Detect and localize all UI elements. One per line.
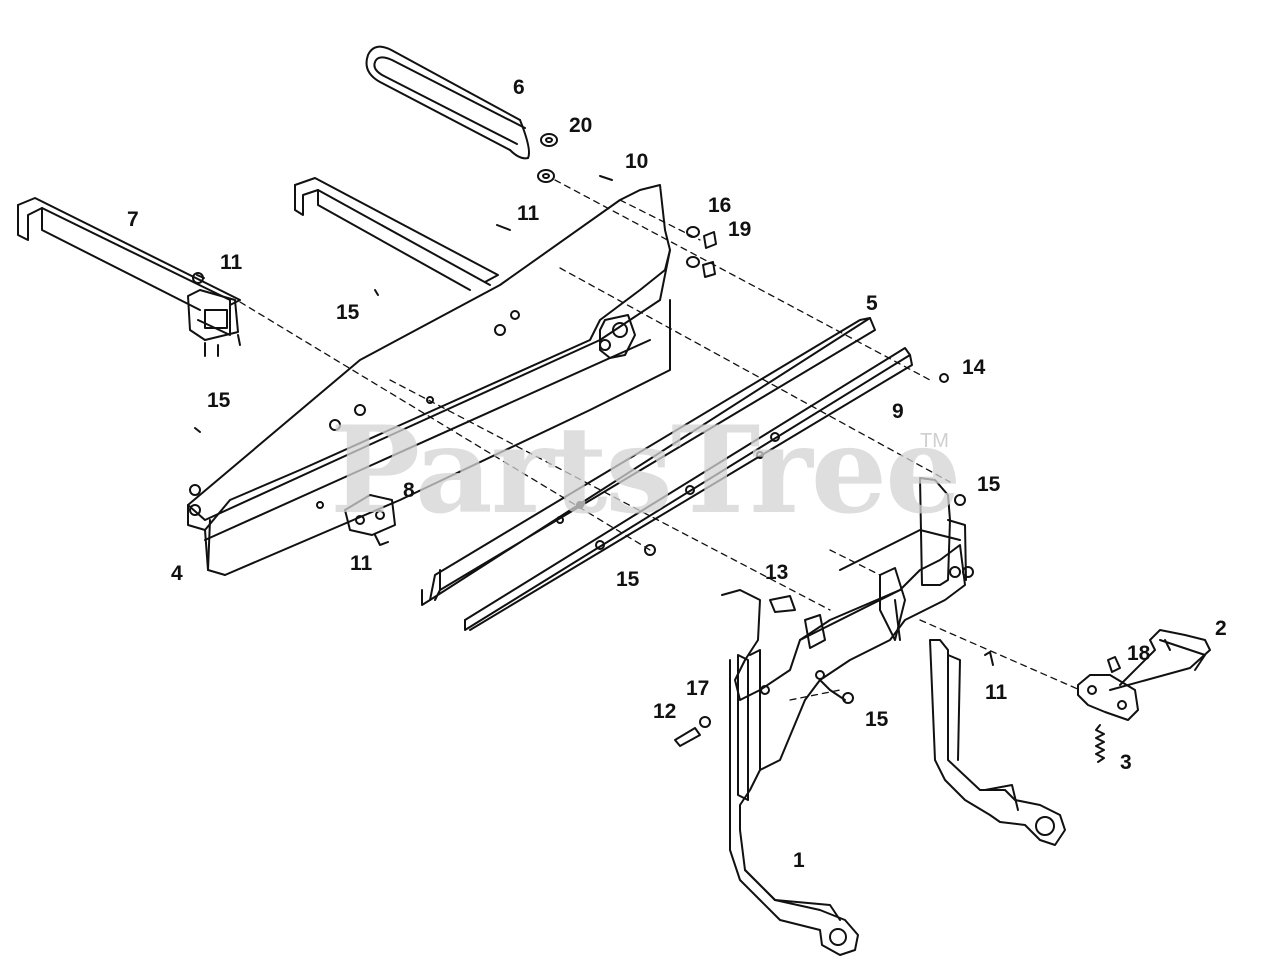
callout-part-11-a: 11	[517, 202, 540, 225]
hardware-washers	[194, 133, 949, 433]
callout-part-15-e: 15	[865, 708, 889, 731]
rod-part-6	[365, 45, 530, 160]
channel-arm-part-7	[17, 197, 241, 357]
callout-part-2: 2	[1215, 617, 1227, 640]
bolts	[644, 494, 994, 747]
callout-part-15-b: 15	[207, 389, 231, 412]
callout-part-20: 20	[569, 114, 593, 137]
frame-plate-part-4	[187, 184, 671, 576]
callout-part-10: 10	[625, 150, 649, 173]
watermark-trademark: TM	[920, 430, 949, 452]
callout-part-11-b: 11	[220, 251, 243, 274]
callout-part-6: 6	[513, 76, 525, 99]
callout-part-1: 1	[793, 849, 805, 872]
callout-part-16: 16	[708, 194, 732, 217]
callout-part-9: 9	[892, 400, 904, 423]
spring-part-3	[1095, 724, 1105, 763]
hitch-frame-part-1	[721, 477, 1066, 956]
callout-part-8: 8	[403, 479, 415, 502]
callout-part-15-a: 15	[336, 301, 360, 324]
callout-part-7: 7	[127, 208, 139, 231]
callout-part-11-c: 11	[350, 552, 373, 575]
callout-part-18: 18	[1127, 642, 1151, 665]
callout-part-12: 12	[653, 700, 677, 723]
callout-part-5: 5	[866, 292, 878, 315]
callout-part-15-d: 15	[977, 473, 1001, 496]
callout-part-17: 17	[686, 677, 710, 700]
angle-strip-part-5	[421, 317, 876, 606]
channel-arm-upper	[294, 177, 499, 291]
callout-part-14: 14	[962, 356, 986, 379]
callout-part-11-d: 11	[985, 681, 1008, 704]
callout-part-13: 13	[765, 561, 789, 584]
assembly-lines	[239, 179, 1081, 701]
callout-part-3: 3	[1120, 751, 1132, 774]
linkage-part-2	[1077, 629, 1211, 721]
bracket-part-8	[344, 494, 396, 546]
callout-part-19: 19	[728, 218, 752, 241]
callout-part-4: 4	[171, 562, 183, 585]
angle-strip-part-9	[464, 347, 913, 631]
callout-part-15-c: 15	[616, 568, 640, 591]
